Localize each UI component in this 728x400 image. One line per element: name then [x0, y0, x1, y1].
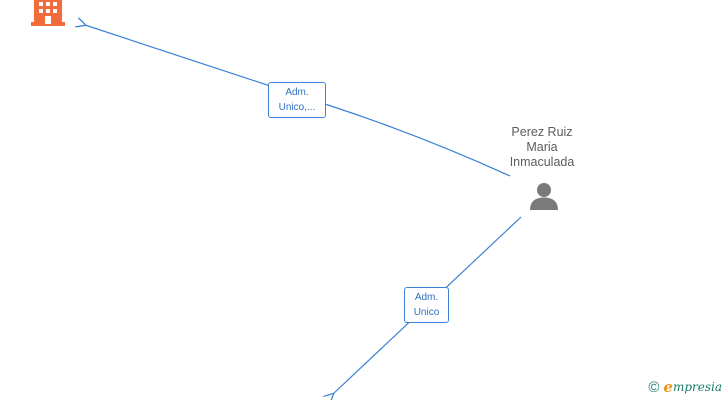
brand-initial: e — [663, 378, 673, 396]
brand-name: mpresia — [672, 380, 722, 394]
edge-label-line-2: Unico — [413, 307, 440, 318]
person-name-line-3: Inmaculada — [509, 155, 575, 169]
copyright-icon: © — [648, 378, 660, 396]
edge-label-adm-unico-2[interactable]: Adm. Unico — [404, 287, 449, 323]
edge-label-adm-unico-1[interactable]: Adm. Unico,... — [268, 82, 326, 118]
edge-label-line-1: Adm. — [285, 87, 309, 98]
building-icon[interactable] — [30, 0, 66, 28]
person-name-line-1: Perez Ruiz — [511, 125, 573, 139]
person-name-label[interactable]: Perez Ruiz Maria Inmaculada — [494, 125, 590, 170]
empresia-brand[interactable]: © e mpresia — [648, 378, 722, 396]
edge-line-admin-unico-company — [85, 25, 511, 177]
edge-label-line-1: Adm. — [414, 292, 439, 303]
edge-label-line-2: Unico,... — [278, 102, 316, 113]
person-icon[interactable] — [528, 180, 560, 212]
person-name-line-2: Maria — [526, 140, 558, 154]
